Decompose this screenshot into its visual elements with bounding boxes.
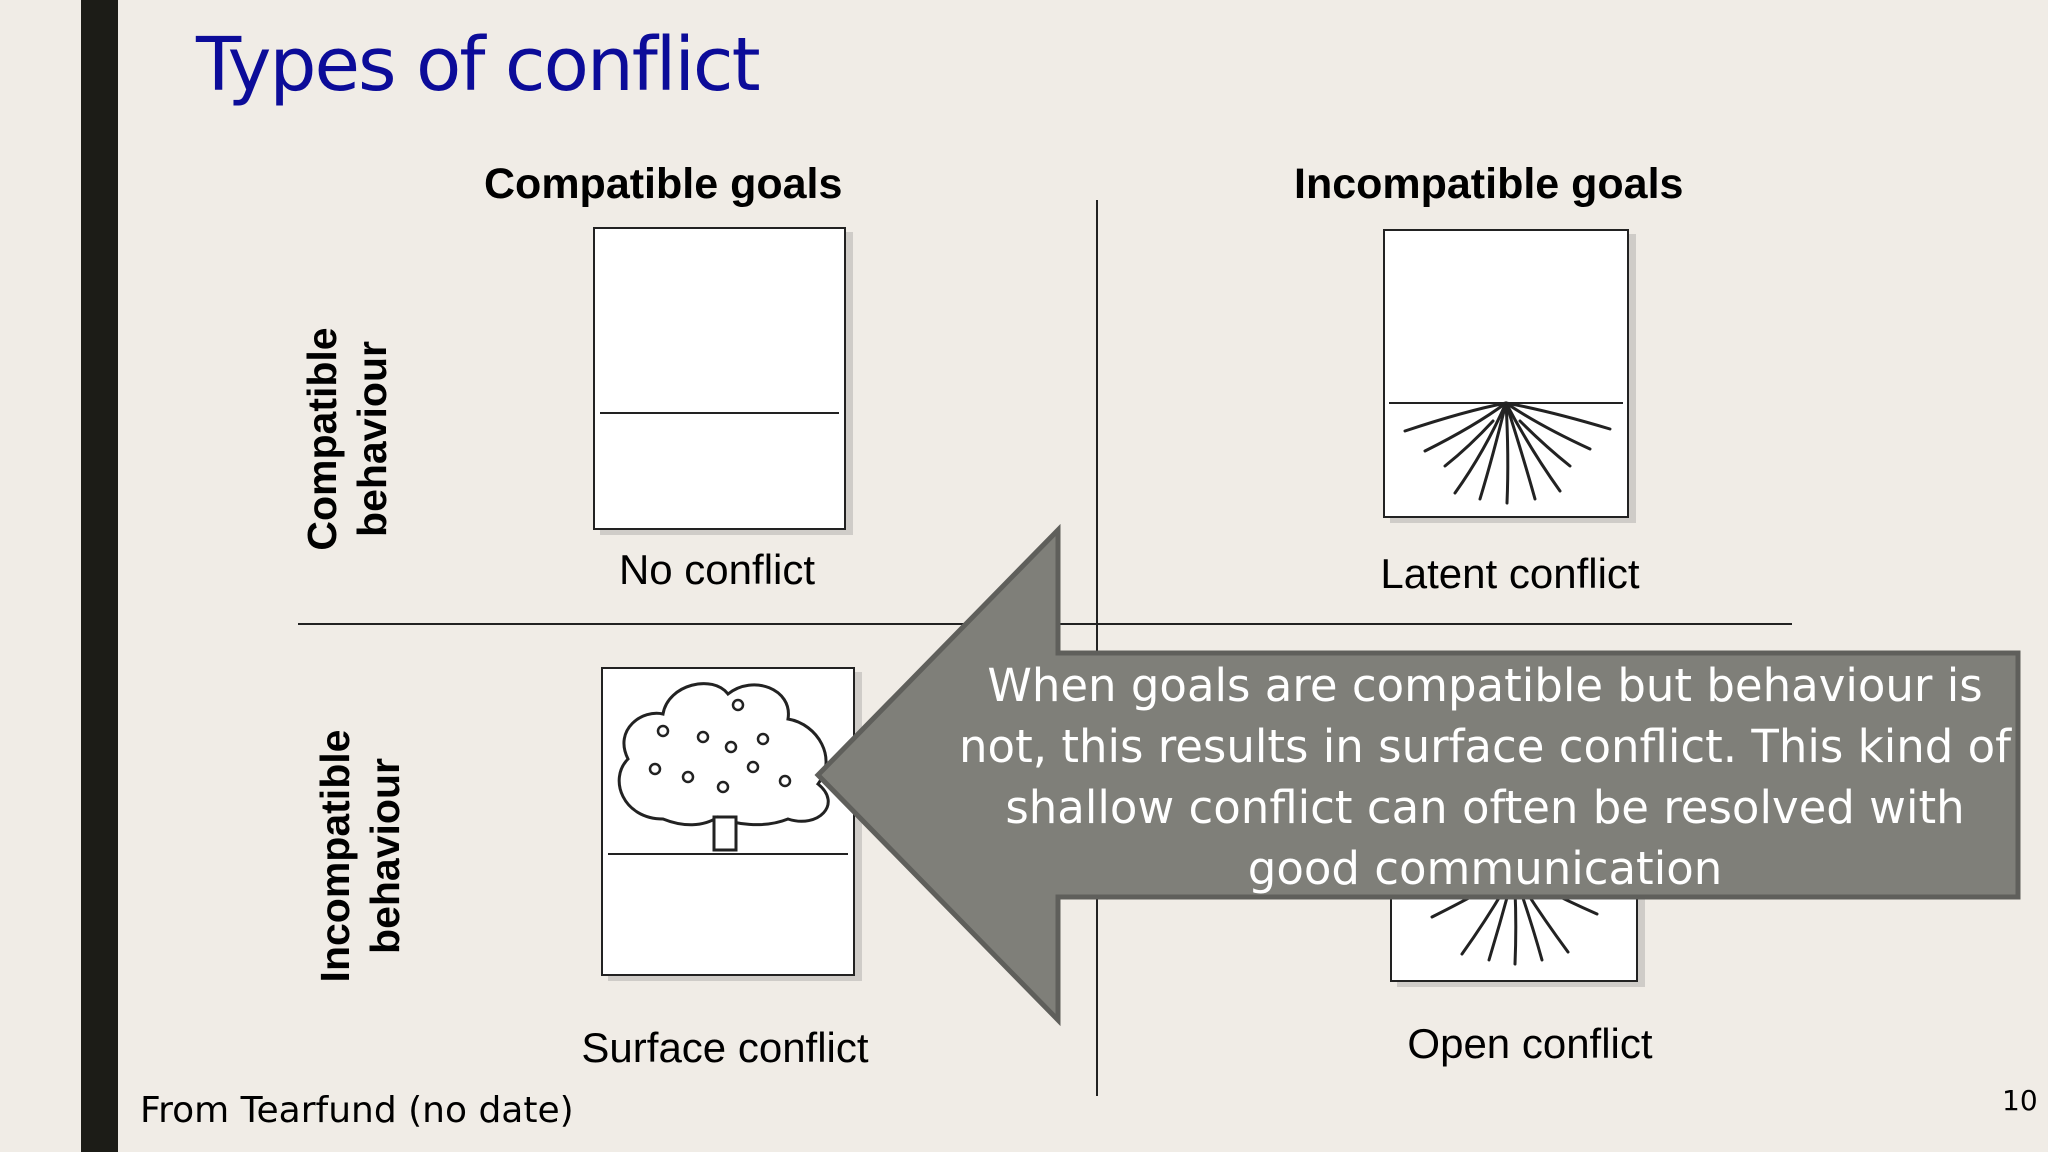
latent-conflict-illustration	[1383, 229, 1629, 518]
ground-line-icon	[600, 412, 839, 414]
open-conflict-label: Open conflict	[1407, 1020, 1653, 1067]
roots-icon	[1389, 401, 1623, 505]
row-header-line-1: Compatible	[299, 327, 345, 551]
tree-icon	[608, 682, 848, 855]
accent-bar	[81, 0, 118, 1152]
row-header-line-2: behaviour	[362, 758, 408, 954]
quadrant-divider-vertical	[1096, 200, 1098, 1096]
page-number: 10	[2002, 1084, 2038, 1117]
surface-conflict-label: Surface conflict	[581, 1024, 869, 1071]
quadrant-divider-horizontal	[298, 623, 1792, 625]
source-citation: From Tearfund (no date)	[140, 1090, 574, 1131]
row-header-incompatible-behaviour: Incompatible behaviour	[310, 646, 410, 1066]
callout-text: When goals are compatible but behaviour …	[959, 659, 2011, 895]
slide-title: Types of conflict	[196, 22, 761, 108]
row-header-line-1: Incompatible	[312, 729, 358, 983]
column-header-incompatible-goals: Incompatible goals	[1294, 160, 1684, 208]
row-header-line-2: behaviour	[349, 341, 395, 537]
latent-conflict-label: Latent conflict	[1380, 550, 1640, 597]
row-header-compatible-behaviour: Compatible behaviour	[297, 229, 397, 649]
surface-conflict-illustration	[601, 667, 855, 976]
no-conflict-illustration	[593, 227, 846, 530]
no-conflict-label: No conflict	[618, 546, 816, 593]
column-header-compatible-goals: Compatible goals	[484, 160, 843, 208]
